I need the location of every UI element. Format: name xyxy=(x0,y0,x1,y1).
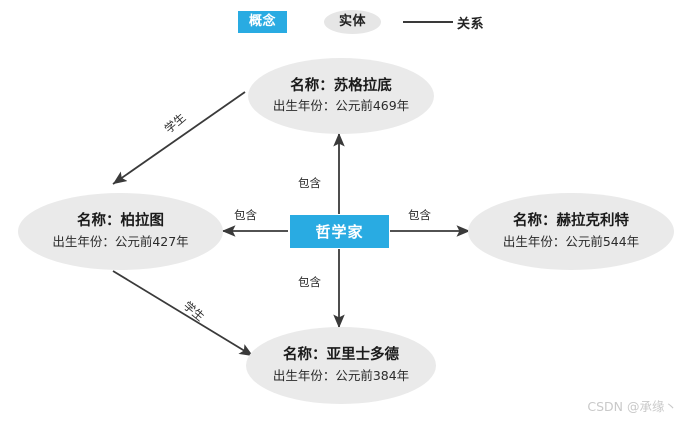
entity-node-socrates-subtitle: 出生年份：公元前469年 xyxy=(272,98,410,114)
entity-node-heraclitus-title: 名称：赫拉克利特 xyxy=(513,213,629,230)
legend-relation-label: 关系 xyxy=(457,16,485,32)
entity-node-plato-subtitle: 出生年份：公元前427年 xyxy=(52,233,189,249)
edge-label-philosopher-aristotle: 包含 xyxy=(298,275,321,289)
edge-label-philosopher-socrates: 包含 xyxy=(298,176,321,190)
watermark: CSDN @承缘丶 xyxy=(587,399,677,414)
legend-concept-swatch: 概念 xyxy=(238,11,288,33)
edge-socrates-plato xyxy=(112,91,246,185)
legend-relation-item: 关系 xyxy=(403,13,484,32)
entity-node-aristotle[interactable]: 名称：亚里士多德 出生年份：公元前384年 xyxy=(246,327,436,404)
legend-relation-line-icon xyxy=(403,21,454,23)
entity-node-aristotle-title: 名称：亚里士多德 xyxy=(283,347,399,364)
edge-label-philosopher-plato: 包含 xyxy=(234,208,257,222)
entity-node-heraclitus-subtitle: 出生年份：公元前544年 xyxy=(502,233,640,249)
entity-node-aristotle-subtitle: 出生年份：公元前384年 xyxy=(272,367,410,383)
legend: 概念 实体 关系 xyxy=(238,9,484,35)
edge-plato-aristotle xyxy=(112,270,254,357)
legend-entity-swatch: 实体 xyxy=(324,10,382,34)
entity-node-plato[interactable]: 名称：柏拉图 出生年份：公元前427年 xyxy=(18,193,223,270)
concept-node-philosopher[interactable]: 哲学家 xyxy=(290,215,389,248)
entity-node-plato-title: 名称：柏拉图 xyxy=(77,213,164,230)
entity-node-socrates[interactable]: 名称：苏格拉底 出生年份：公元前469年 xyxy=(248,58,434,134)
edge-label-philosopher-heraclitus: 包含 xyxy=(408,208,431,222)
entity-node-socrates-title: 名称：苏格拉底 xyxy=(290,77,392,94)
entity-node-heraclitus[interactable]: 名称：赫拉克利特 出生年份：公元前544年 xyxy=(468,193,674,270)
